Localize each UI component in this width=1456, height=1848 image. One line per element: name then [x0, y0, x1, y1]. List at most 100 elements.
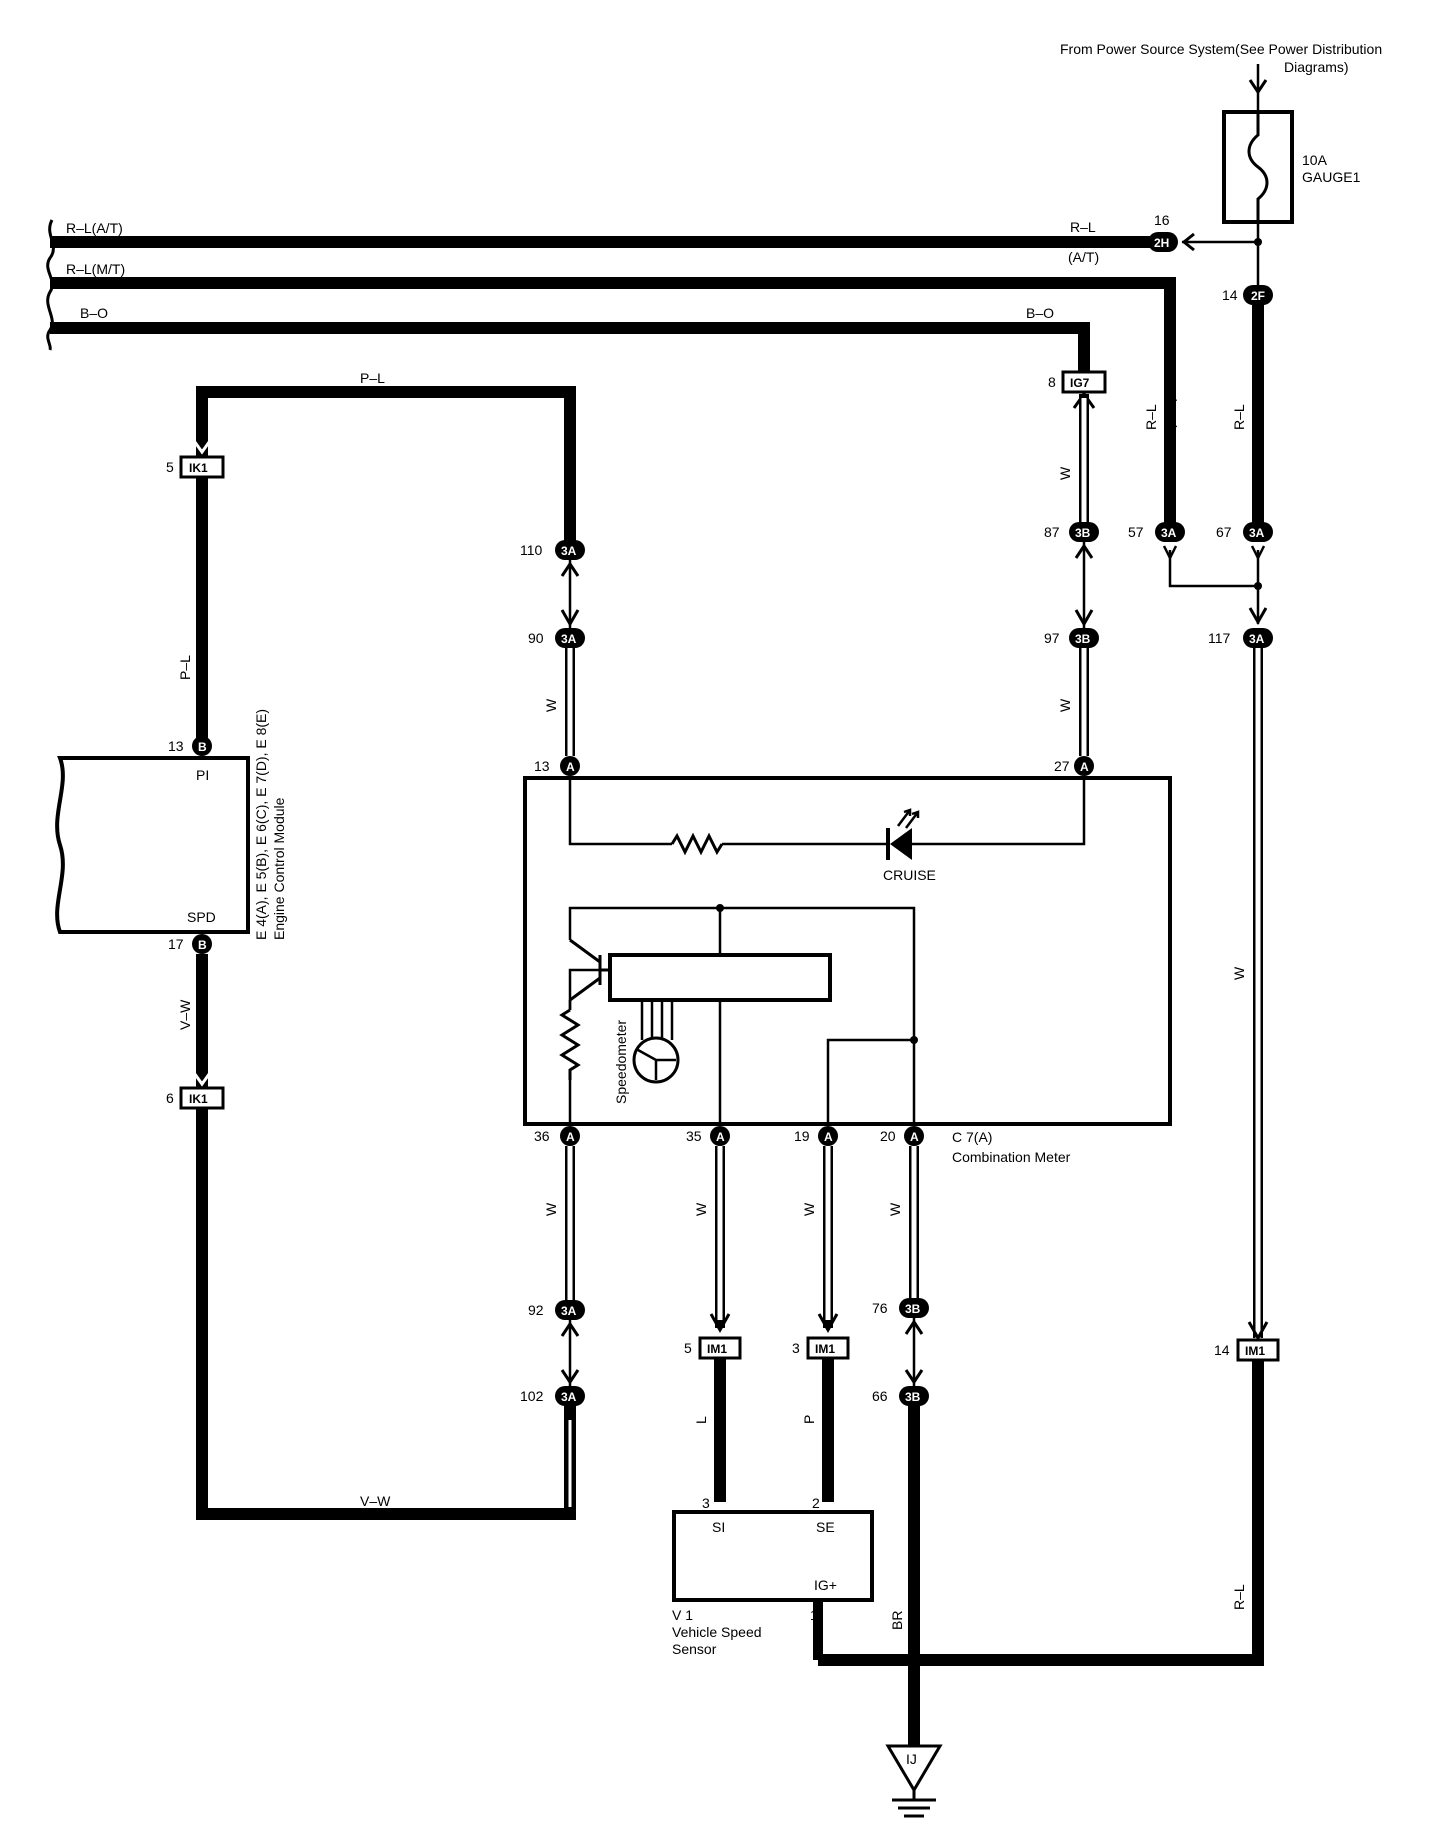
wire-pl: [196, 386, 576, 542]
ecm-pin-pi: PI: [196, 767, 209, 783]
connector-ik1-6-label: IK1: [189, 1092, 208, 1106]
sensor-pin-se: SE: [816, 1519, 835, 1535]
pin-20: 20: [880, 1128, 896, 1144]
label-vw-bottom: V–W: [360, 1493, 391, 1509]
ground-triangle-icon: [885, 1744, 943, 1793]
connector-3b-97-label: 3B: [1075, 632, 1091, 646]
arrow-66-icon: [904, 1369, 924, 1385]
arrow-ik1-6-icon: [190, 1069, 214, 1087]
wire-rl-mt: [50, 277, 1176, 532]
connector-3b-66-label: 3B: [905, 1390, 921, 1404]
pin-19: 19: [794, 1128, 810, 1144]
cruise-circuit-wire: [568, 776, 1086, 846]
arrow-im1-3-icon: [817, 1313, 839, 1334]
arrow-87-icon: [1074, 543, 1094, 559]
arrow-90-icon: [560, 609, 580, 628]
connector-2h: [1148, 232, 1178, 252]
pin-35-terminal: [710, 1126, 730, 1146]
label-br: BR: [889, 1611, 905, 1630]
ground-label: IJ: [906, 1751, 917, 1767]
pin-19-terminal: [818, 1126, 838, 1146]
ecm-pin-spd: SPD: [187, 909, 216, 925]
connector-3a-117: [1243, 628, 1273, 648]
label-w-97: W: [1057, 698, 1073, 712]
pin-110: 110: [520, 542, 543, 558]
wire-bo: [50, 322, 1090, 372]
wire-57-67-join: [1168, 550, 1258, 588]
pin-20-terminal-label: A: [910, 1130, 919, 1144]
connector-3a-67-label: 3A: [1249, 526, 1265, 540]
pin-20-terminal: [904, 1126, 924, 1146]
label-rl-vert-1: R–L: [1143, 404, 1159, 430]
transistor-icon: [569, 938, 610, 1002]
label-vw-vert: V–W: [177, 999, 193, 1030]
connector-3b-87-label: 3B: [1075, 526, 1091, 540]
pin-17-terminal: [192, 934, 212, 954]
connector-3a-90: [555, 628, 585, 648]
label-w-ig7: W: [1057, 466, 1073, 480]
meter-name: Combination Meter: [952, 1149, 1071, 1165]
splice-dot: [910, 1036, 918, 1044]
connector-3a-117-label: 3A: [1249, 632, 1265, 646]
pin-6: 6: [166, 1090, 174, 1106]
label-rl-mt: R–L(M/T): [66, 261, 125, 277]
pin-2-sensor: 2: [812, 1495, 820, 1511]
pin-14-2f: 14: [1222, 287, 1238, 303]
combination-meter-box: [523, 776, 1172, 1126]
pin-97: 97: [1044, 630, 1060, 646]
arrow-97-icon: [1074, 609, 1094, 628]
splice-dot: [716, 904, 724, 912]
pin-13-meter: 13: [534, 758, 550, 774]
connector-3b-76-label: 3B: [905, 1302, 921, 1316]
pin-13-ecm: 13: [168, 738, 184, 754]
connector-im1-5-label: IM1: [707, 1342, 727, 1356]
connector-3b-97: [1069, 628, 1099, 648]
label-bo-left: B–O: [80, 305, 108, 321]
label-pl-vert: P–L: [177, 655, 193, 680]
connector-ik1-5-label: IK1: [189, 461, 208, 475]
connector-3b-87: [1069, 522, 1099, 542]
cruise-label: CRUISE: [883, 867, 936, 883]
connector-3a-92-label: 3A: [561, 1304, 577, 1318]
connector-2f-label: 2F: [1251, 289, 1265, 303]
pin-14-im1: 14: [1214, 1342, 1230, 1358]
speedometer-label: Speedometer: [613, 1020, 629, 1104]
pin-27-terminal-label: A: [1080, 760, 1089, 774]
cruise-led-icon: [890, 828, 912, 860]
wire-vw-bottom: [196, 1108, 576, 1520]
ecm-label-1: E 4(A), E 5(B), E 6(C), E 7(D), E 8(E): [253, 709, 269, 940]
label-w-right: W: [1231, 966, 1247, 980]
pin-13-terminal: [560, 756, 580, 776]
pin-16: 16: [1154, 212, 1170, 228]
ground-symbol-icon: [892, 1790, 936, 1818]
arrow-57-icon: [1162, 545, 1178, 561]
pin-17: 17: [168, 936, 184, 952]
label-w-19: W: [801, 1202, 817, 1216]
ecm-box: [55, 756, 250, 934]
resistor-cruise-icon: [670, 832, 724, 856]
pin-13-ecm-terminal-label: B: [198, 740, 207, 754]
ecm-label-2: Engine Control Module: [271, 797, 287, 940]
connector-im1-3-label: IM1: [815, 1342, 835, 1356]
connector-3a-90-label: 3A: [561, 632, 577, 646]
label-pl-top: P–L: [360, 370, 385, 386]
pin-92: 92: [528, 1302, 544, 1318]
connector-3a-67: [1243, 522, 1273, 542]
sensor-name-2: Sensor: [672, 1641, 717, 1657]
fuse-rating: 10A: [1302, 152, 1328, 168]
splice-dot: [1254, 582, 1262, 590]
pin-5-ik1: 5: [166, 459, 174, 475]
pin-35-terminal-label: A: [716, 1130, 725, 1144]
label-rl-bottom: R–L: [1231, 1584, 1247, 1610]
label-l: L: [693, 1416, 709, 1424]
connector-3a-92: [555, 1300, 585, 1320]
power-source-label-1: From Power Source System(See Power Distr…: [1060, 41, 1382, 57]
fuse-element-icon: [1247, 112, 1269, 222]
meter-id: C 7(A): [952, 1129, 992, 1145]
label-mt-vert: (M/T): [1161, 397, 1177, 430]
pin-19-terminal-label: A: [824, 1130, 833, 1144]
speedometer-coil-icon: [640, 1000, 674, 1040]
pin-36: 36: [534, 1128, 550, 1144]
arrow-67-icon: [1250, 545, 1266, 561]
